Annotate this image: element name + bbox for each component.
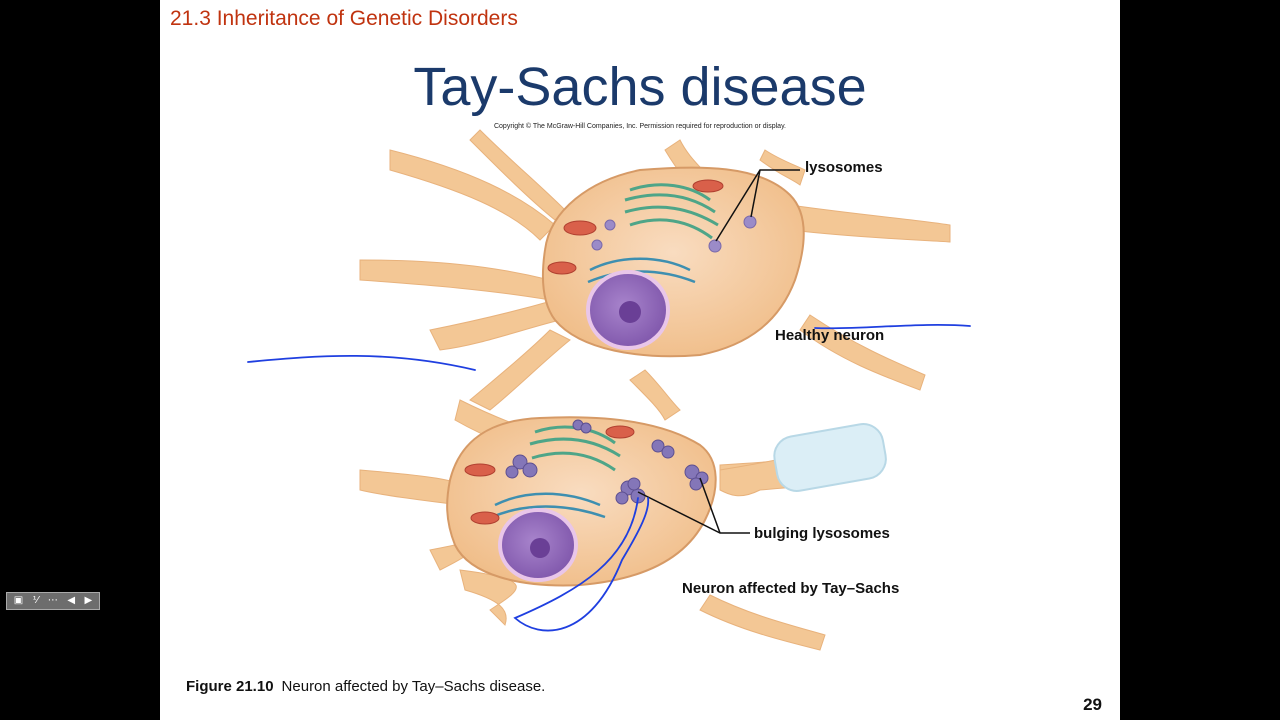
lysosome-pointer-lines [715,169,800,242]
fraction-icon[interactable]: ⅟ [32,595,39,606]
healthy-mitochondria [547,179,724,275]
healthy-er [587,257,696,284]
neuron-figure [247,129,971,651]
figure-caption-text: Neuron affected by Tay–Sachs disease. [281,678,546,695]
healthy-golgi [624,183,719,240]
copyright-notice: Copyright © The McGraw-Hill Companies, I… [493,123,786,130]
label-lysosomes: lysosomes [805,159,883,176]
affected-neuron-body [446,416,717,587]
prev-arrow-icon[interactable]: ◀ [67,595,76,606]
slideshow-controls: ▣ ⅟ ⋯ ◀ ▶ [6,592,100,610]
label-healthy-neuron: Healthy neuron [775,327,885,344]
bulging-lysosome-clusters [505,419,709,505]
page-number: 29 [1083,695,1102,714]
screen-icon[interactable]: ▣ [13,595,24,606]
figure-caption-number: Figure 21.10 [186,678,274,695]
healthy-lysosomes [591,215,757,253]
section-title: 21.3 Inheritance of Genetic Disorders [170,7,518,30]
more-icon[interactable]: ⋯ [47,595,58,606]
healthy-neuron [359,129,951,411]
label-bulging-lysosomes: bulging lysosomes [754,525,890,542]
blue-annotation-strokes [247,323,971,632]
label-affected-neuron: Neuron affected by Tay–Sachs [682,580,900,597]
figure-caption: Figure 21.10 Neuron affected by Tay–Sachs… [186,678,545,695]
affected-mitochondria [464,425,635,525]
slide: 21.3 Inheritance of Genetic Disorders Ta… [160,0,1120,720]
myelin-sheath [773,423,887,492]
bulging-lysosome-pointer-lines [637,477,750,534]
affected-neuron [359,369,887,651]
affected-er [491,492,606,519]
slide-title: Tay-Sachs disease [413,57,867,117]
next-arrow-icon[interactable]: ▶ [84,595,93,606]
